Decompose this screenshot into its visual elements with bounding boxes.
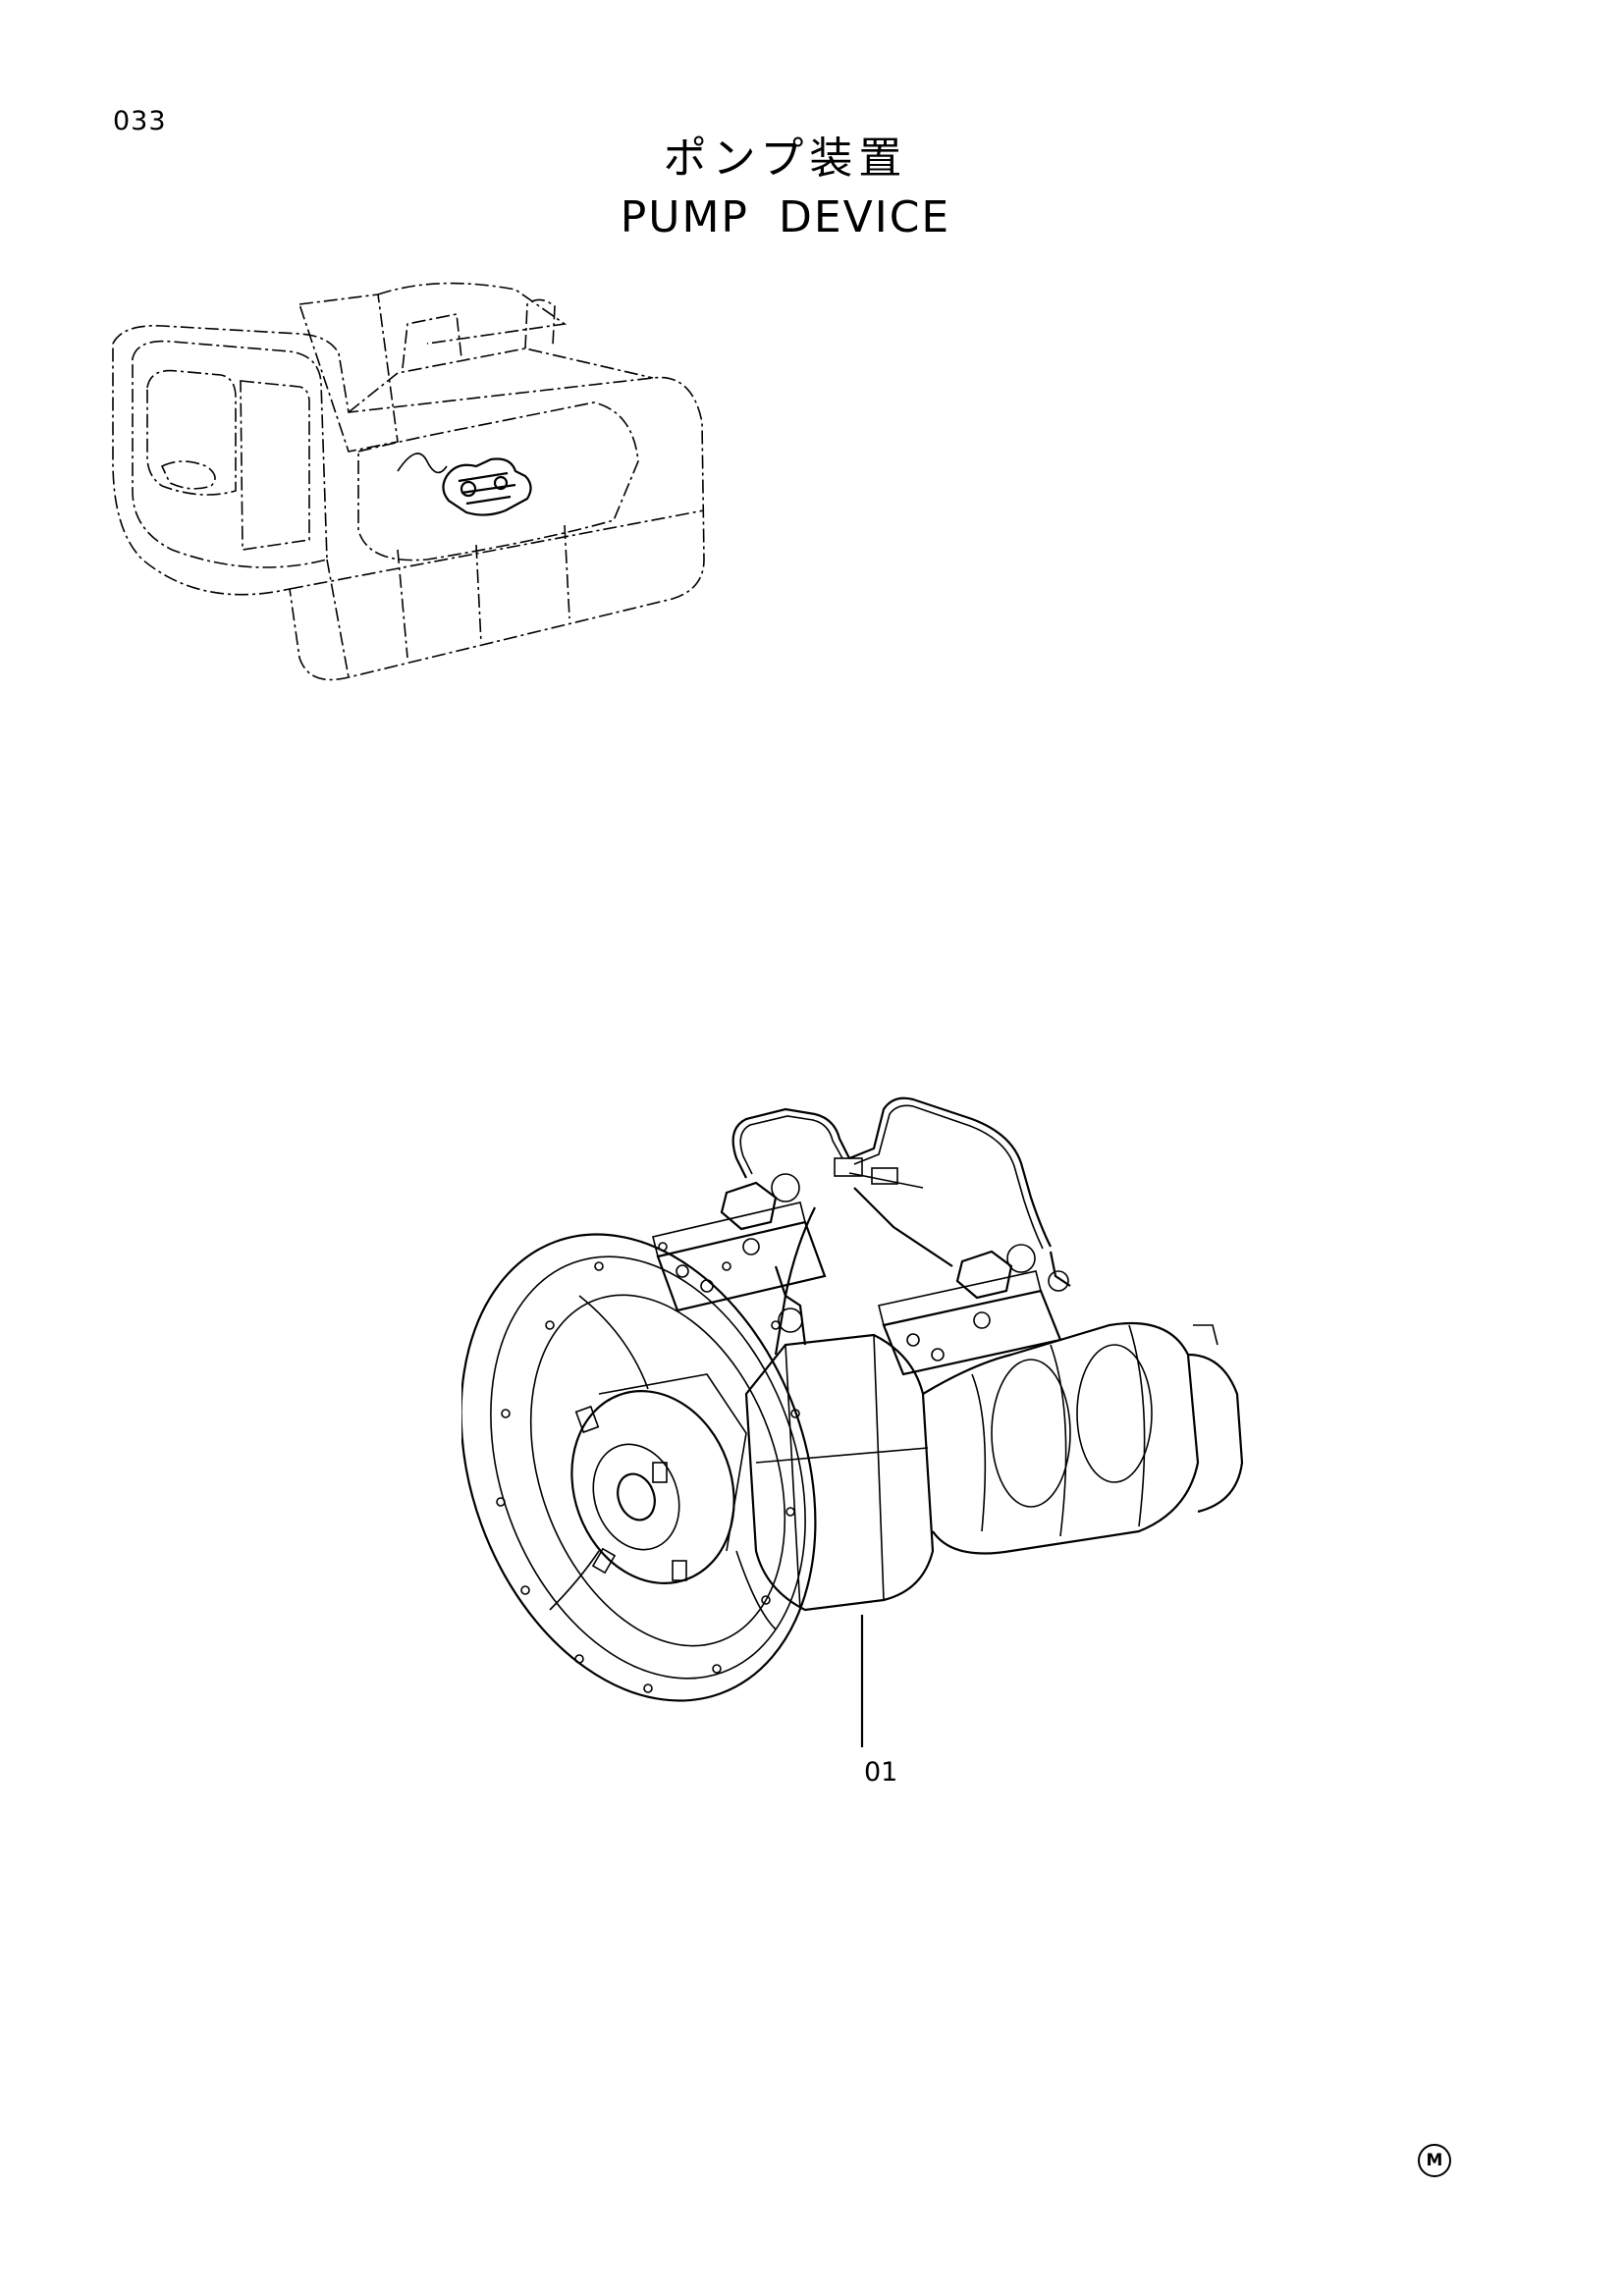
page-title-english: PUMP DEVICE: [620, 192, 951, 242]
pump-device-illustration: [461, 1096, 1244, 1747]
page-number: 033: [113, 106, 167, 136]
page-title-japanese: ポンプ装置: [663, 133, 908, 184]
title-block: ポンプ装置 PUMP DEVICE: [550, 130, 1021, 247]
excavator-overview-illustration: [112, 282, 705, 681]
maker-mark: M: [1418, 2144, 1451, 2177]
callout-label-01: 01: [864, 1757, 898, 1788]
